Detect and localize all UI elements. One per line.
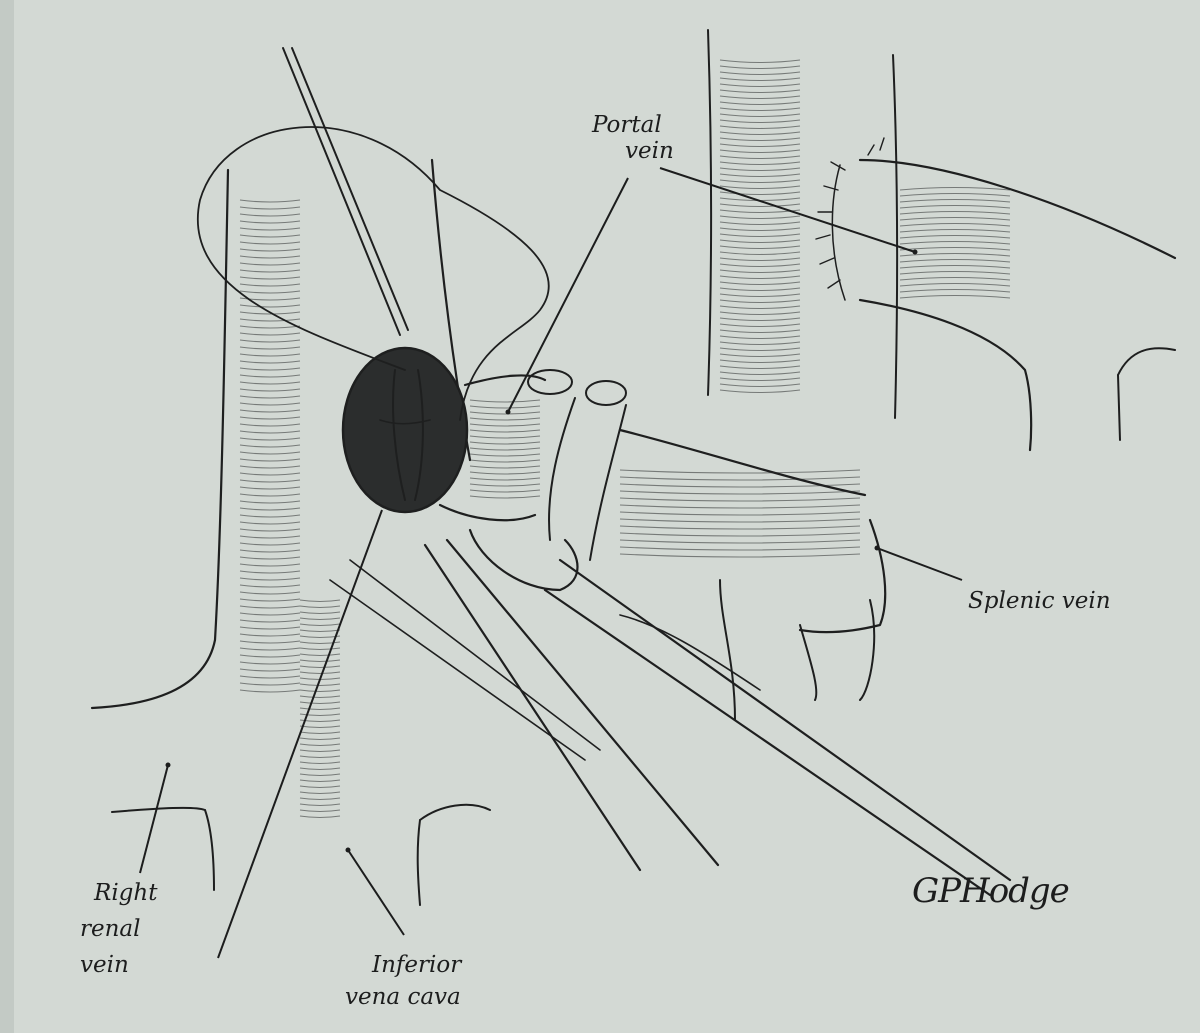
label-splenic-vein: Splenic vein	[968, 588, 1111, 614]
page-gutter	[0, 0, 14, 1033]
label-inferior-vena-cava-line1: Inferior	[371, 952, 463, 978]
portal-splenic-drawing	[438, 369, 887, 721]
leader-lines	[139, 167, 963, 959]
leader-splenic-vein	[876, 547, 963, 581]
label-right-renal-vein-line2: renal	[80, 916, 141, 942]
leader-right-renal-vein	[139, 764, 169, 874]
leader-portal-vein	[507, 177, 629, 413]
leader-portal-inset	[659, 167, 916, 253]
inset-anastomosis-drawing	[707, 29, 1177, 452]
caval-opening	[341, 346, 469, 514]
artist-signature: GPHodge	[912, 871, 1069, 911]
leader-inferior-vena-cava	[347, 849, 405, 936]
vena-cava-drawing	[90, 158, 491, 906]
leader-inner-suture	[217, 509, 383, 959]
label-inferior-vena-cava-line2: vena cava	[345, 984, 461, 1010]
label-right-renal-vein-line1: Right	[93, 880, 158, 906]
suture-loop	[197, 126, 550, 421]
instruments	[282, 47, 1012, 897]
label-right-renal-vein-line3: vein	[80, 952, 129, 978]
label-portal-vein-line2: vein	[625, 138, 674, 164]
label-portal-vein-line1: Portal	[591, 112, 662, 138]
